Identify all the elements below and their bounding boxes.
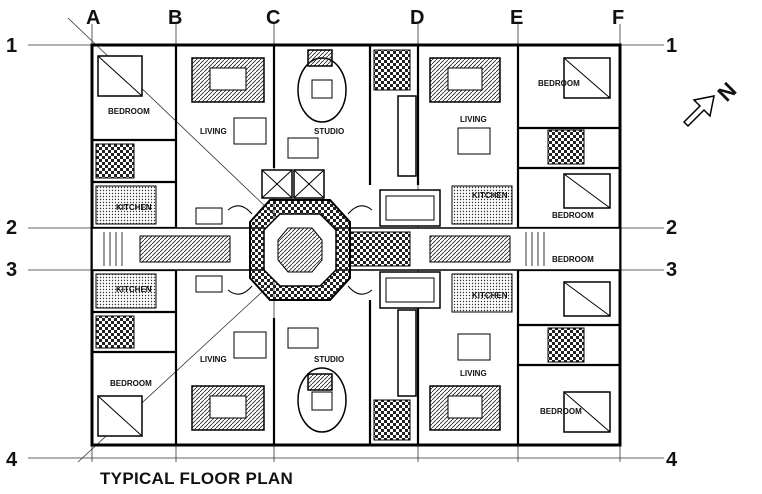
living-furniture: [191, 57, 501, 431]
beds: [97, 55, 611, 437]
grid-labels: A B C D E F 1 2 3 4 1 2 3 4: [6, 7, 678, 471]
grid-row-label: 1: [6, 35, 17, 57]
grid-row-label: 1: [666, 35, 677, 57]
room-label-kitchen: KITCHEN: [472, 291, 508, 300]
room-label-living: LIVING: [460, 115, 487, 124]
room-label-bedroom: BEDROOM: [552, 255, 594, 264]
north-label: N: [712, 77, 741, 106]
room-label-kitchen: KITCHEN: [116, 203, 152, 212]
room-label-kitchen: KITCHEN: [116, 285, 152, 294]
grid-column-label: A: [86, 7, 100, 29]
room-label-bedroom: BEDROOM: [538, 79, 580, 88]
grid-row-label: 3: [666, 259, 677, 281]
grid-row-label: 4: [6, 449, 18, 471]
grid-column-label: F: [612, 7, 624, 29]
central-lobby: [227, 169, 373, 301]
room-label-bedroom: BEDROOM: [110, 379, 152, 388]
room-label-living: LIVING: [200, 355, 227, 364]
stairs: [103, 232, 545, 266]
room-label-living: LIVING: [200, 127, 227, 136]
room-label-bedroom: BEDROOM: [108, 107, 150, 116]
grid-row-label: 2: [6, 217, 17, 239]
grid-row-label: 2: [666, 217, 677, 239]
room-labels: BEDROOM LIVING STUDIO LIVING BEDROOM BED…: [108, 79, 594, 416]
grid-column-label: D: [410, 7, 424, 29]
room-label-kitchen: KITCHEN: [472, 191, 508, 200]
studio-furniture: [297, 49, 347, 433]
room-label-studio: STUDIO: [314, 127, 344, 136]
north-arrow: N: [682, 77, 741, 128]
grid-column-label: B: [168, 7, 182, 29]
grid-column-label: C: [266, 7, 280, 29]
grid-row-label: 4: [666, 449, 678, 471]
grid-row-label: 3: [6, 259, 17, 281]
room-label-living: LIVING: [460, 369, 487, 378]
corridor: [91, 227, 621, 271]
room-label-bedroom: BEDROOM: [552, 211, 594, 220]
kitchens: [95, 95, 513, 397]
bathrooms: [95, 49, 585, 441]
room-label-studio: STUDIO: [314, 355, 344, 364]
drawing-title: TYPICAL FLOOR PLAN: [100, 469, 293, 488]
room-label-bedroom: BEDROOM: [540, 407, 582, 416]
grid-column-label: E: [510, 7, 523, 29]
